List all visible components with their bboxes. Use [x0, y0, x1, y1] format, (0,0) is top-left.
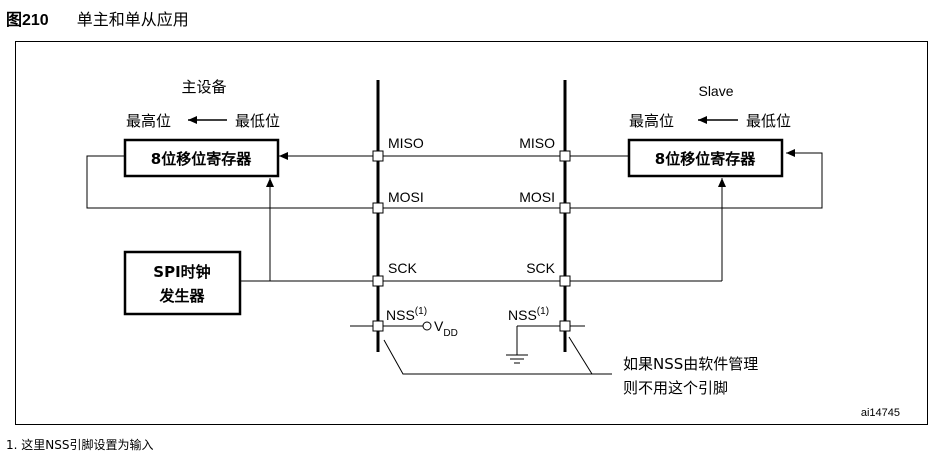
slave-register-label: 8位移位寄存器	[655, 150, 756, 168]
master-msb-label: 最高位	[126, 112, 171, 130]
slave-nss-pin	[559, 320, 571, 332]
master-miso-pin	[372, 150, 384, 162]
spi-clock-generator	[123, 250, 242, 316]
master-nss-pin	[372, 320, 384, 332]
master-register-label: 8位移位寄存器	[151, 150, 252, 168]
diagram-frame	[15, 41, 928, 425]
slave-sck-label: SCK	[526, 260, 555, 276]
figure-caption: 单主和单从应用	[76, 10, 189, 29]
mosi-line	[86, 149, 823, 209]
master-miso-label: MISO	[388, 135, 424, 151]
ground-icon	[506, 354, 528, 364]
slave-miso-label: MISO	[519, 135, 555, 151]
slave-nss-label: NSS(1)	[508, 306, 549, 323]
note-line2: 则不用这个引脚	[623, 379, 728, 397]
master-mosi-label: MOSI	[388, 189, 424, 205]
slave-miso-pin	[559, 150, 571, 162]
master-nss-label: NSS(1)	[386, 306, 427, 323]
slave-sck-pin	[559, 275, 571, 287]
figure-ref-id: ai14745	[861, 407, 900, 419]
clock-label-line1: SPI时钟	[153, 263, 210, 281]
vdd-terminal	[422, 321, 432, 331]
master-shift-register	[123, 138, 280, 178]
slave-title: Slave	[698, 83, 733, 99]
figure-number: 图210	[6, 12, 49, 29]
master-title: 主设备	[181, 78, 226, 96]
slave-mosi-label: MOSI	[519, 189, 555, 205]
slave-mosi-pin	[559, 202, 571, 214]
note-callout-line-slave	[568, 336, 593, 375]
vdd-label: VDD	[434, 318, 458, 339]
note-callout-line	[383, 339, 612, 375]
slave-msb-label: 最高位	[629, 112, 674, 130]
figure-title: 图210 单主和单从应用	[6, 6, 189, 30]
footnote: 1. 这里NSS引脚设置为输入	[6, 438, 154, 452]
clock-label-line2: 发生器	[158, 287, 205, 305]
slave-shift-register	[627, 138, 784, 178]
note-line1: 如果NSS由软件管理	[623, 355, 758, 373]
master-sck-pin	[372, 275, 384, 287]
master-lsb-label: 最低位	[235, 112, 280, 130]
slave-lsb-label: 最低位	[746, 112, 791, 130]
master-sck-label: SCK	[388, 260, 417, 276]
master-mosi-pin	[372, 202, 384, 214]
